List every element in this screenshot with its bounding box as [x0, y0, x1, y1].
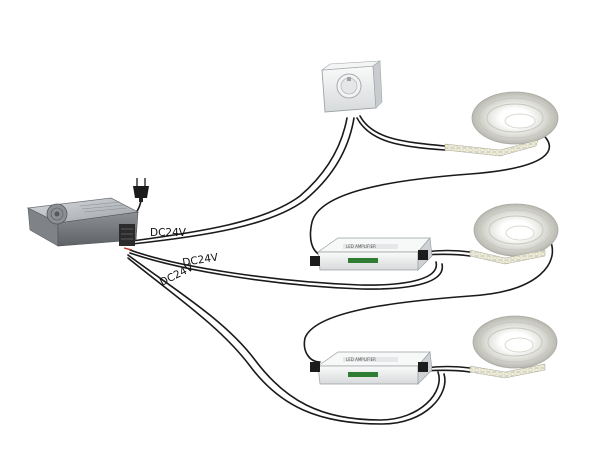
wire-label-dc24v-1: DC24V [150, 227, 187, 239]
amplifier-icon: LED AMPLIFIER [310, 237, 433, 271]
power-supply-icon [26, 197, 140, 247]
svg-text:LED AMPLIFIER: LED AMPLIFIER [346, 357, 376, 362]
led-strip-reel-icon [444, 91, 559, 157]
power-plug-icon [133, 178, 149, 202]
wires [123, 115, 554, 425]
led-strip-reel-icon [469, 203, 559, 265]
svg-text:LED AMPLIFIER: LED AMPLIFIER [346, 244, 376, 249]
dimmer-knob-icon [320, 60, 383, 113]
led-strip-reel-icon [469, 315, 558, 379]
wire-label-dc24v-2: DC24V [182, 251, 220, 269]
amplifier-icon: LED AMPLIFIER [310, 351, 433, 385]
